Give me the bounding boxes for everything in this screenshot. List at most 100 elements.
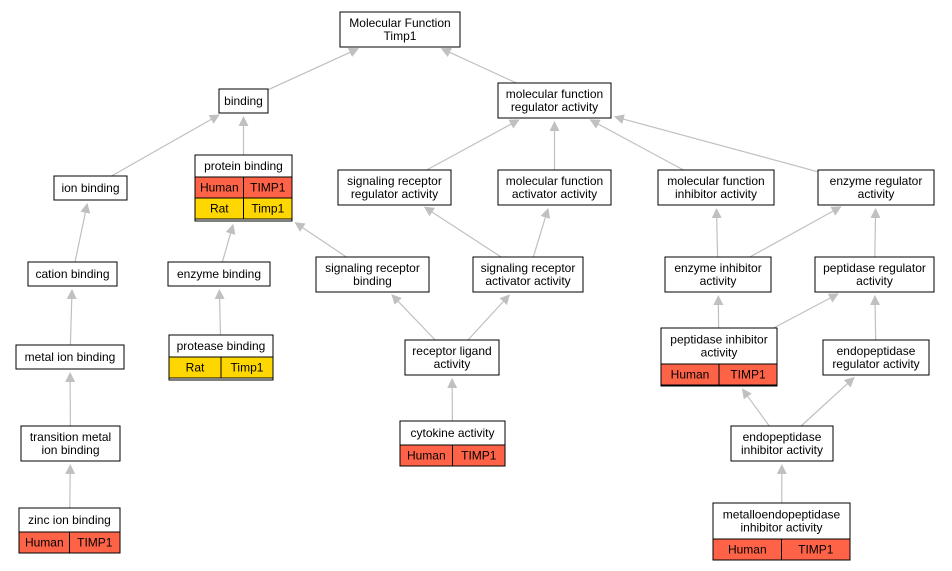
edge-sraa-to-srra [423, 206, 502, 258]
gene-label: TIMP1 [798, 543, 834, 557]
node-label-line: molecular function [667, 174, 764, 188]
node-label-line: Timp1 [384, 29, 417, 43]
node-label-line: activity [856, 274, 893, 288]
species-label: Rat [186, 361, 205, 375]
node-label-line: Molecular Function [349, 16, 450, 30]
gene-cell [220, 356, 274, 379]
node-label-line: peptidase inhibitor [670, 333, 767, 347]
node-metb[interactable]: metal ion binding [15, 344, 125, 370]
node-label-line: ion binding [61, 181, 119, 195]
node-label-line: peptidase regulator [823, 261, 926, 275]
node-label-line: enzyme inhibitor [674, 261, 761, 275]
gene-label: TIMP1 [730, 368, 766, 382]
edge-rla-to-srb [391, 294, 436, 341]
node-label-line: protease binding [177, 339, 266, 353]
node-label-line: signaling receptor [325, 261, 420, 275]
species-label: Human [200, 181, 239, 195]
edge-enzia-to-enzra [749, 206, 842, 258]
node-label-line: ion binding [41, 443, 99, 457]
node-label-line: inhibitor activity [741, 443, 823, 457]
node-label-line: metalloendopeptidase [723, 508, 841, 522]
edge-metb-to-catb [66, 289, 77, 346]
node-label-line: molecular function [506, 87, 603, 101]
node-label-line: activator activity [512, 187, 597, 201]
node-label-line: activity [700, 274, 737, 288]
edge-sraa-to-mfaa [532, 207, 551, 258]
node-label-line: enzyme binding [177, 267, 261, 281]
edge-rla-to-sraa [467, 294, 510, 341]
node-label-line: activity [701, 346, 738, 360]
species-label: Rat [210, 202, 229, 216]
edge-binding-to-root [267, 47, 360, 91]
node-label-line: endopeptidase [743, 430, 822, 444]
node-box [339, 11, 461, 48]
node-label-line: endopeptidase [837, 344, 916, 358]
node-label-line: activator activity [485, 274, 570, 288]
node-label-line: cation binding [35, 267, 109, 281]
node-catb[interactable]: cation binding [27, 261, 118, 287]
node-box [472, 256, 584, 293]
node-box [657, 169, 775, 206]
node-box [822, 339, 930, 376]
node-label-line: regulator activity [511, 100, 598, 114]
edges-layer [65, 47, 881, 509]
species-label: Human [671, 368, 710, 382]
species-label: Human [407, 449, 446, 463]
edge-ionb-to-binding [111, 114, 220, 177]
edge-mfra-to-root [440, 47, 517, 84]
node-box [337, 169, 452, 206]
edge-enzb-to-protb [221, 223, 236, 263]
edge-catb-to-ionb [74, 202, 91, 263]
node-box [497, 169, 612, 206]
node-box [315, 256, 430, 293]
edge-endra-to-pepra [870, 295, 881, 341]
node-label-line: receptor ligand [412, 344, 491, 358]
node-enzb[interactable]: enzyme binding [167, 261, 271, 287]
node-box [730, 425, 834, 462]
edge-enzia-to-mfia [711, 208, 722, 258]
node-box [20, 425, 121, 462]
node-binding[interactable]: binding [218, 88, 269, 114]
node-label-line: binding [224, 94, 263, 108]
node-ionb[interactable]: ion binding [53, 175, 128, 201]
gene-label: TIMP1 [461, 449, 497, 463]
node-label-line: signaling receptor [347, 174, 442, 188]
node-box [497, 82, 612, 119]
edge-mfia-to-mfra [589, 119, 684, 171]
node-label-line: regulator activity [832, 357, 919, 371]
gene-cell [718, 363, 778, 386]
gene-cell [243, 197, 293, 220]
node-label-line: protein binding [204, 159, 283, 173]
gene-cell [452, 444, 506, 467]
gene-label: TIMP1 [250, 181, 286, 195]
edge-pepia-to-pepra [773, 293, 839, 329]
node-box [404, 339, 500, 376]
node-label-line: signaling receptor [481, 261, 576, 275]
node-box [218, 88, 269, 114]
species-label: Human [25, 536, 64, 550]
edge-enzra-to-mfra [613, 114, 819, 173]
node-label-line: enzyme regulator [830, 174, 923, 188]
